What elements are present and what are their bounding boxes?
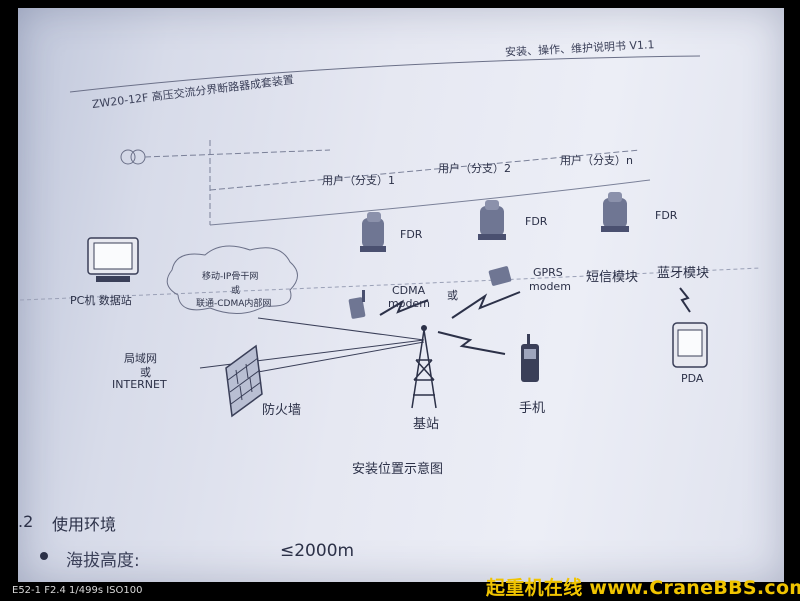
branch-label-2: 用户（分支）2 xyxy=(438,162,511,175)
gprs-label-2: modem xyxy=(529,280,571,293)
firewall-label: 防火墙 xyxy=(262,403,302,418)
cloud-line-1: 移动-IP骨干网 xyxy=(202,272,259,282)
lan-line-3: INTERNET xyxy=(112,378,167,391)
gprs-modem-icon xyxy=(488,266,512,286)
cloud-line-3: 联通-CDMA内部网 xyxy=(196,299,272,309)
pc-label: PC机 数据站 xyxy=(70,294,132,307)
altitude-value: ≤2000m xyxy=(280,541,355,561)
gprs-label-1: GPRS xyxy=(533,266,563,279)
signal-bolt-icon xyxy=(379,299,429,316)
or-label: 或 xyxy=(447,289,458,302)
mobile-phone-icon xyxy=(521,334,539,382)
feeder-bus xyxy=(209,179,651,226)
base-station-label: 基站 xyxy=(413,417,440,432)
signal-bolt-icon xyxy=(451,291,521,319)
cdma-label-2: modem xyxy=(388,297,430,310)
branch-label-n: 用户（分支）n xyxy=(560,154,633,167)
bullet-icon xyxy=(40,552,48,560)
transformer-icon xyxy=(130,149,146,165)
signal-bolt-icon xyxy=(437,331,506,355)
header-rule xyxy=(69,55,701,93)
lan-line-2: 或 xyxy=(140,366,151,379)
divider-line xyxy=(19,267,761,301)
lan-line-1: 局域网 xyxy=(124,352,157,365)
fdr-label-n: FDR xyxy=(655,209,678,222)
fdr-device-2 xyxy=(478,200,506,240)
section-title: 使用环境 xyxy=(52,515,117,534)
sms-module-label: 短信模块 xyxy=(586,270,639,285)
feeder-lines xyxy=(144,140,641,225)
fdr-device-n xyxy=(601,192,629,232)
network-cloud-shape xyxy=(166,245,298,314)
fdr-label-2: FDR xyxy=(525,215,548,228)
pc-monitor-icon xyxy=(87,237,139,282)
cdma-label-1: CDMA xyxy=(392,284,426,297)
cloud-line-2: 或 xyxy=(231,286,241,296)
bluetooth-module-label: 蓝牙模块 xyxy=(657,266,710,281)
cdma-modem-icon xyxy=(348,290,366,319)
firewall-icon xyxy=(225,344,263,418)
section-number: .2 xyxy=(18,512,34,531)
fdr-label-1: FDR xyxy=(400,228,423,241)
branch-label-1: 用户（分支）1 xyxy=(322,174,395,187)
transformer-icon xyxy=(120,149,136,165)
diagram-caption: 安装位置示意图 xyxy=(352,462,444,477)
site-watermark: 起重机在线 www.CraneBBS.com xyxy=(486,577,800,599)
bluetooth-signal-icon xyxy=(679,287,691,313)
altitude-label: 海拔高度: xyxy=(66,551,140,571)
camera-exif: E52-1 F2.4 1/499s ISO100 xyxy=(12,585,143,596)
pda-label: PDA xyxy=(681,372,704,385)
base-station-tower-icon xyxy=(411,325,437,409)
pda-icon xyxy=(672,322,708,368)
fdr-device-1 xyxy=(360,212,386,252)
manual-page xyxy=(18,8,784,582)
phone-label: 手机 xyxy=(519,401,546,416)
